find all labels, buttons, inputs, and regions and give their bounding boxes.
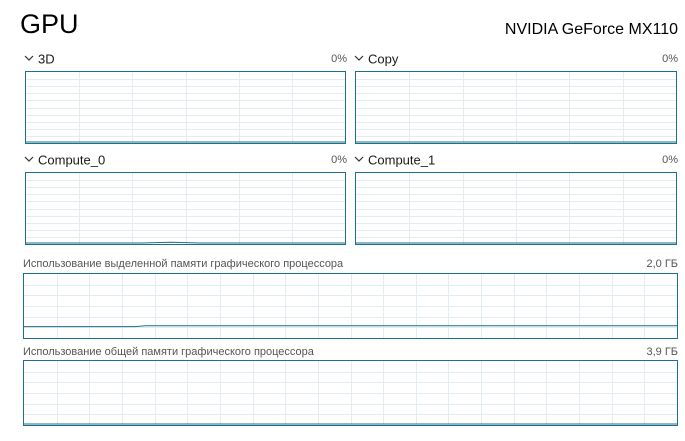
dedicated-memory-label: Использование выделенной памяти графичес… xyxy=(23,258,344,270)
engine-percent: 0% xyxy=(662,53,678,65)
graph-grid xyxy=(24,361,677,425)
engine-usage-line xyxy=(26,241,345,244)
engine-label: Copy xyxy=(368,51,399,67)
engine-usage-chart xyxy=(356,173,676,244)
engine-percent: 0% xyxy=(331,53,347,65)
engine-graph-3d xyxy=(25,71,346,144)
shared-memory-chart xyxy=(24,361,677,425)
engine-graph-compute-1 xyxy=(355,172,677,245)
graph-grid xyxy=(356,173,676,244)
shared-memory-graph xyxy=(23,360,678,426)
engine-label: Compute_0 xyxy=(38,152,106,168)
dedicated-memory-line xyxy=(24,325,677,328)
graph-grid xyxy=(356,72,676,143)
dedicated-memory-graph xyxy=(23,273,678,339)
engine-selector-compute-1[interactable]: Compute_1 xyxy=(353,151,435,169)
engine-label: 3D xyxy=(38,51,55,67)
engine-usage-chart xyxy=(26,173,345,244)
shared-memory-value: 3,9 ГБ xyxy=(646,346,678,358)
chevron-down-icon xyxy=(354,156,364,162)
chevron-down-icon xyxy=(24,156,34,162)
engine-usage-chart xyxy=(26,72,345,143)
device-name: NVIDIA GeForce MX110 xyxy=(504,21,678,38)
chevron-down-icon xyxy=(354,55,364,61)
chevron-down-icon xyxy=(24,55,34,61)
engine-graph-compute-0 xyxy=(25,172,346,245)
dedicated-memory-chart xyxy=(24,274,677,338)
graph-grid xyxy=(24,274,677,338)
dedicated-memory-value: 2,0 ГБ xyxy=(646,258,678,270)
engine-percent: 0% xyxy=(331,154,347,166)
graph-grid xyxy=(26,173,345,244)
engine-usage-chart xyxy=(356,72,676,143)
engine-label: Compute_1 xyxy=(368,152,436,168)
engine-selector-compute-0[interactable]: Compute_0 xyxy=(23,151,105,169)
engine-percent: 0% xyxy=(662,154,678,166)
engine-selector-3d[interactable]: 3D xyxy=(23,50,55,68)
engine-selector-copy[interactable]: Copy xyxy=(353,50,398,68)
graph-grid xyxy=(26,72,345,143)
shared-memory-label: Использование общей памяти графического … xyxy=(23,346,314,358)
engine-graph-copy xyxy=(355,71,677,144)
page-title: GPU xyxy=(20,9,79,39)
